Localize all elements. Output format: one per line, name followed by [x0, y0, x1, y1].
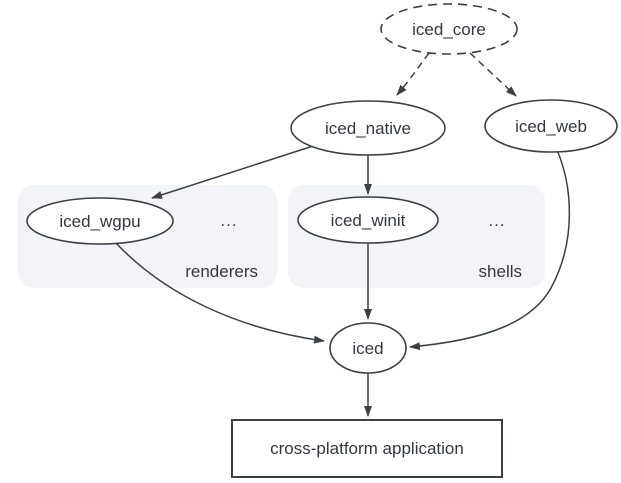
node-iced-winit: [297, 196, 439, 244]
node-iced-web: [484, 99, 618, 153]
node-iced-winit-label: iced_winit: [331, 211, 406, 230]
node-cross-platform-application-label: cross-platform application: [270, 439, 464, 458]
node-iced-core-label: iced_core: [412, 20, 486, 39]
node-iced-wgpu-label: iced_wgpu: [59, 212, 140, 231]
edge-wgpu-to-iced: [115, 242, 325, 344]
edge-core-to-native: [396, 52, 430, 96]
node-iced-native: [290, 100, 446, 156]
group-label-shells: shells: [479, 262, 522, 281]
node-iced-web-label: iced_web: [515, 117, 587, 136]
node-cross-platform-application: [231, 419, 503, 478]
renderers-ellipsis: ...: [220, 211, 237, 230]
node-iced-label: iced: [352, 339, 383, 358]
shells-ellipsis: ...: [488, 211, 505, 230]
node-iced: [329, 322, 407, 374]
node-iced-native-label: iced_native: [325, 119, 411, 138]
edge-native-to-wgpu: [151, 145, 314, 199]
group-label-renderers: renderers: [185, 262, 258, 281]
edge-web-to-iced: [409, 149, 571, 351]
node-iced-wgpu: [26, 197, 174, 245]
edge-core-to-web: [469, 52, 517, 97]
node-iced-core: [380, 3, 518, 55]
